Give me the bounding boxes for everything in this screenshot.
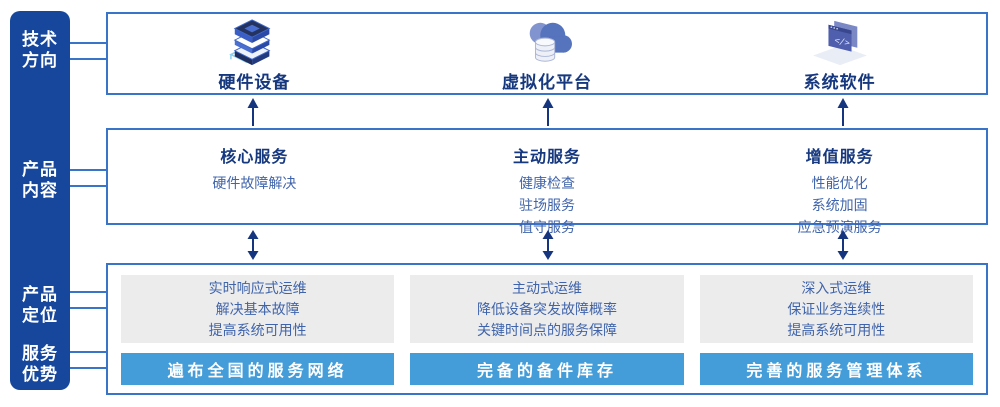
connector-line — [70, 291, 106, 293]
sidebar-label-product-content: 产品 内容 — [22, 160, 58, 200]
service-title: 增值服务 — [805, 149, 874, 166]
connector-line — [70, 367, 106, 369]
positioning-line: 深入式运维 — [801, 279, 872, 296]
tech-label-hardware: 硬件设备 — [218, 72, 291, 92]
product-position-box: 实时响应式运维 解决基本故障 提高系统可用性 遍布全国的服务网络 主动式运维 降… — [106, 263, 988, 395]
positioning-line: 实时响应式运维 — [208, 279, 307, 296]
advantage-bar: 完善的服务管理体系 — [699, 353, 973, 385]
service-item: 性能优化 — [811, 175, 868, 191]
service-item: 硬件故障解决 — [212, 175, 297, 191]
positioning-line: 降低设备突发故障概率 — [476, 300, 617, 317]
double-arrow-icon — [247, 230, 259, 260]
up-arrow-icon — [542, 98, 554, 126]
service-col-value-added: 增值服务 性能优化 系统加固 应急预演服务 — [693, 130, 986, 235]
service-item: 应急预演服务 — [797, 219, 882, 235]
sidebar-label-product-position: 产品 定位 — [22, 285, 58, 325]
server-stack-icon — [229, 18, 271, 65]
service-item: 系统加固 — [811, 197, 868, 213]
up-arrow-icon — [247, 98, 259, 126]
cloud-database-icon — [529, 22, 572, 62]
sidebar-label-service-advantage: 服务 优势 — [22, 344, 58, 384]
connector-line — [70, 169, 106, 171]
service-item: 健康检查 — [519, 175, 575, 191]
positioning-line: 提高系统可用性 — [787, 321, 886, 338]
up-arrow-icon — [837, 98, 849, 126]
svg-text:</>: </> — [833, 35, 850, 48]
tech-col-hardware: 硬件设备 — [108, 14, 401, 93]
positioning-line: 提高系统可用性 — [208, 321, 307, 338]
connector-line — [70, 58, 106, 60]
tech-col-virtualization: 虚拟化平台 — [401, 14, 694, 93]
service-item: 值守服务 — [519, 219, 575, 235]
tech-label-virtualization: 虚拟化平台 — [502, 72, 592, 92]
service-col-proactive: 主动服务 健康检查 驻场服务 值守服务 — [401, 130, 694, 235]
tech-label-software: 系统软件 — [803, 72, 876, 92]
position-col-2: 主动式运维 降低设备突发故障概率 关键时间点的服务保障 完备的备件库存 — [410, 275, 684, 385]
product-content-box: 核心服务 硬件故障解决 主动服务 健康检查 驻场服务 值守服务 增值服务 性能优… — [106, 128, 988, 235]
positioning-line: 主动式运维 — [511, 279, 582, 296]
advantage-bar: 遍布全国的服务网络 — [121, 353, 395, 385]
positioning-box: 主动式运维 降低设备突发故障概率 关键时间点的服务保障 — [410, 275, 684, 343]
tech-col-software: </> 系统软件 — [693, 14, 986, 93]
advantage-bar: 完备的备件库存 — [410, 353, 684, 385]
sidebar-label-tech-direction: 技术 方向 — [22, 30, 58, 70]
connector-line — [70, 185, 106, 187]
code-window-icon: </> — [812, 20, 867, 65]
service-item: 驻场服务 — [519, 197, 575, 213]
double-arrow-icon — [837, 230, 849, 260]
double-arrow-icon — [542, 230, 554, 260]
positioning-box: 实时响应式运维 解决基本故障 提高系统可用性 — [121, 275, 395, 343]
positioning-line: 保证业务连续性 — [787, 300, 886, 317]
positioning-line: 关键时间点的服务保障 — [476, 321, 617, 338]
positioning-line: 解决基本故障 — [215, 300, 300, 317]
service-title: 核心服务 — [220, 149, 289, 166]
position-col-3: 深入式运维 保证业务连续性 提高系统可用性 完善的服务管理体系 — [699, 275, 973, 385]
category-sidebar — [10, 11, 70, 390]
service-title: 主动服务 — [513, 149, 582, 166]
tech-direction-box: 硬件设备 虚拟化平台 — [106, 12, 988, 95]
connector-line — [70, 42, 106, 44]
position-col-1: 实时响应式运维 解决基本故障 提高系统可用性 遍布全国的服务网络 — [121, 275, 395, 385]
connector-line — [70, 307, 106, 309]
connector-line — [70, 351, 106, 353]
service-col-core: 核心服务 硬件故障解决 — [108, 130, 401, 223]
positioning-box: 深入式运维 保证业务连续性 提高系统可用性 — [699, 275, 973, 343]
